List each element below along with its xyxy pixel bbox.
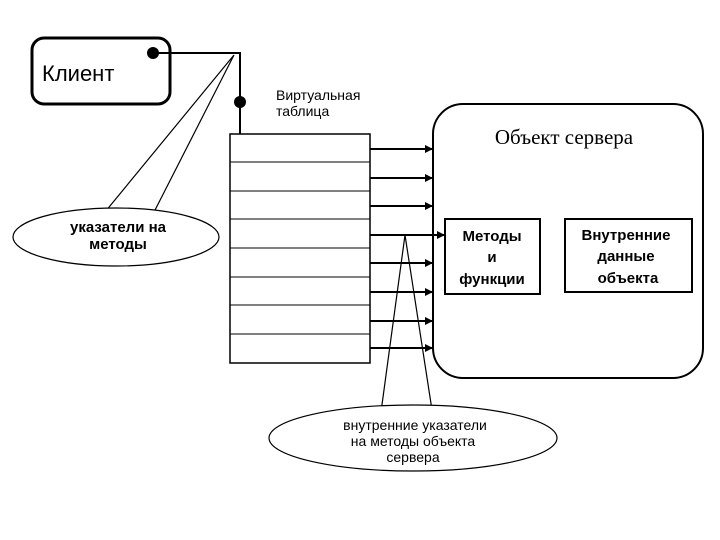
vtable-connector-dot [234,96,246,108]
vtable-arrows [370,145,445,352]
method-pointers-callout-pointer [104,54,235,217]
vtable-label-line1: Виртуальная [276,87,360,103]
method-pointers-callout-bubble [12,207,220,267]
internal-data-label-line1: Внутренние [582,227,671,244]
internal-data-label-line2: данные [597,248,654,265]
internal-pointers-callout-pointer [380,234,433,413]
client-box [30,36,172,106]
client-label: Клиент [42,61,114,86]
internal-pointers-callout-bubble [268,404,558,472]
internal-pointers-callout-line2: на методы объекта [351,433,476,449]
internal-pointers-callout-line1: внутренние указатели [343,417,487,433]
methods-label-line1: Методы [462,228,521,245]
method-pointers-callout-line1: указатели на [70,219,167,236]
virtual-table [229,133,371,364]
vtable-label-line2: таблица [276,103,329,119]
methods-label-line3: функции [459,271,525,288]
client-connector-dot [147,47,159,59]
internal-pointers-callout-line3: сервера [386,449,439,465]
internal-data-label-line3: объекта [598,270,659,287]
method-pointers-callout: указатели на методы [12,54,235,267]
internal-data-box [564,218,693,293]
internal-pointers-callout: внутренние указатели на методы объекта с… [268,234,558,472]
methods-box [444,218,541,295]
method-pointers-callout-line2: методы [89,236,147,253]
server-object-title: Объект сервера [495,125,634,149]
methods-label-line2: и [487,249,496,266]
